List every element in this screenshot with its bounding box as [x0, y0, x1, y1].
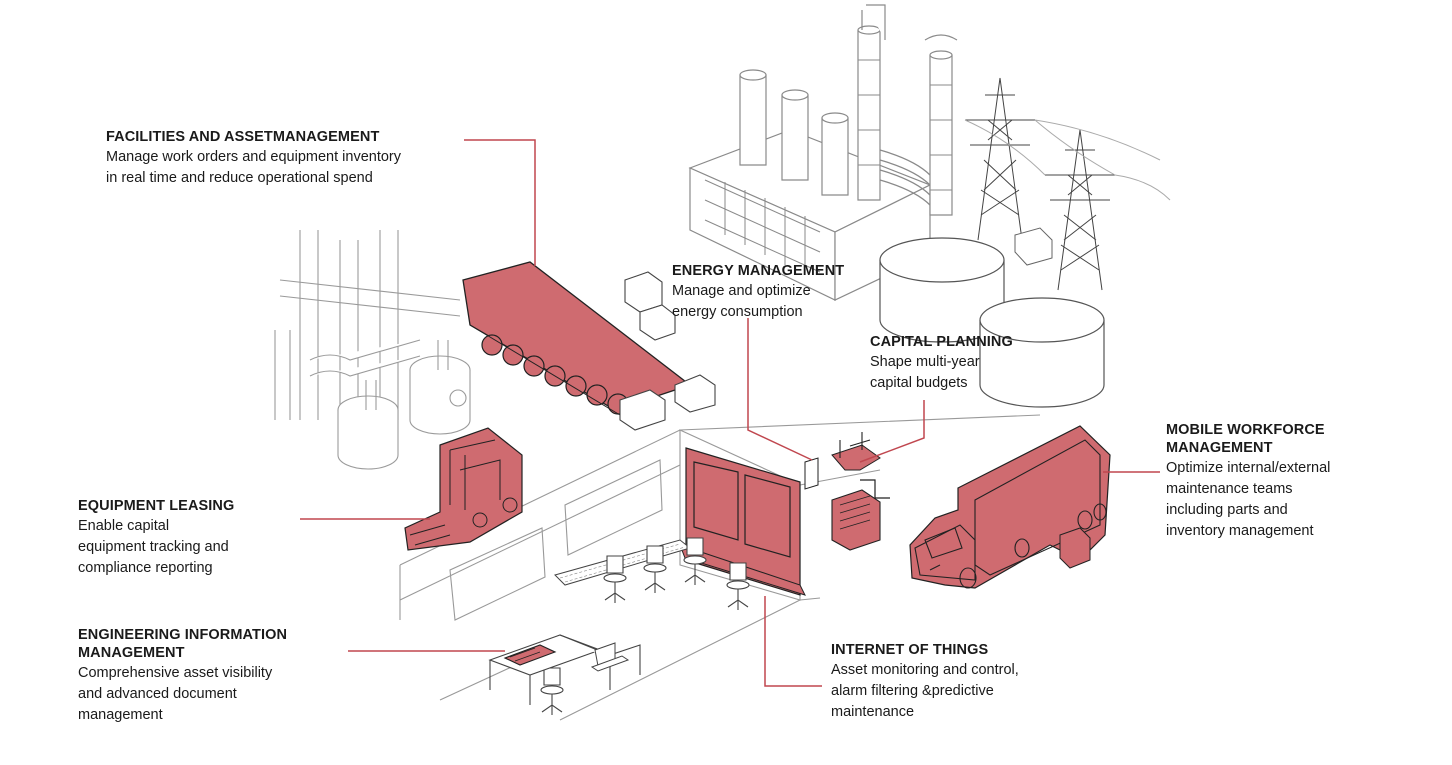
callout-description: Asset monitoring and control, alarm filt…: [831, 662, 1019, 720]
callout-description: Enable capital equipment tracking and co…: [78, 518, 229, 576]
chimney-icon: [739, 69, 849, 196]
callout-engineering: ENGINEERING INFORMATION MANAGEMENT Compr…: [78, 626, 287, 726]
forklift-icon: [404, 427, 523, 551]
callout-iot: INTERNET OF THINGS Asset monitoring and …: [831, 641, 1019, 723]
distillation-column-icon: [857, 4, 958, 216]
leader-line-iot: [764, 596, 822, 687]
pipework-icon: [274, 230, 471, 470]
callout-title: CAPITAL PLANNING: [870, 334, 1013, 350]
office-chair-icon: [540, 537, 750, 715]
callout-title: ENERGY MANAGEMENT: [672, 263, 845, 279]
truck-icon: [909, 425, 1111, 589]
storage-tank-icon: [879, 237, 1105, 408]
laptop-icon: [590, 642, 630, 672]
callout-description: Shape multi-year capital budgets: [870, 354, 980, 391]
rack-equipment-icon: [804, 432, 890, 551]
box-icon: [619, 271, 716, 431]
conveyor-icon: [462, 261, 692, 416]
callout-title: INTERNET OF THINGS: [831, 642, 989, 658]
leader-line-capital: [859, 400, 925, 463]
callout-description: Comprehensive asset visibility and advan…: [78, 665, 273, 723]
callout-description: Manage work orders and equipment invento…: [106, 149, 401, 186]
callout-title: ENGINEERING INFORMATION MANAGEMENT: [78, 627, 288, 661]
callout-description: Optimize internal/external maintenance t…: [1166, 460, 1331, 539]
leader-line-facilities: [464, 139, 536, 266]
callout-energy: ENERGY MANAGEMENT Manage and optimize en…: [672, 262, 844, 323]
callout-leasing: EQUIPMENT LEASING Enable capital equipme…: [78, 497, 234, 579]
callout-description: Manage and optimize energy consumption: [672, 283, 811, 320]
callout-capital: CAPITAL PLANNING Shape multi-year capita…: [870, 333, 1013, 394]
desk-icon: [488, 634, 641, 705]
callout-title: MOBILE WORKFORCE MANAGEMENT: [1166, 422, 1325, 456]
transmission-tower-icon: [964, 77, 1171, 291]
transformer-icon: [1014, 227, 1053, 266]
leader-line-energy: [747, 318, 813, 461]
leader-lines: [300, 139, 1160, 687]
callout-facilities: FACILITIES AND ASSETMANAGEMENT Manage wo…: [106, 128, 401, 189]
callout-mobile: MOBILE WORKFORCE MANAGEMENT Optimize int…: [1166, 421, 1330, 542]
callout-title: FACILITIES AND ASSETMANAGEMENT: [106, 129, 380, 145]
callout-title: EQUIPMENT LEASING: [78, 498, 235, 514]
